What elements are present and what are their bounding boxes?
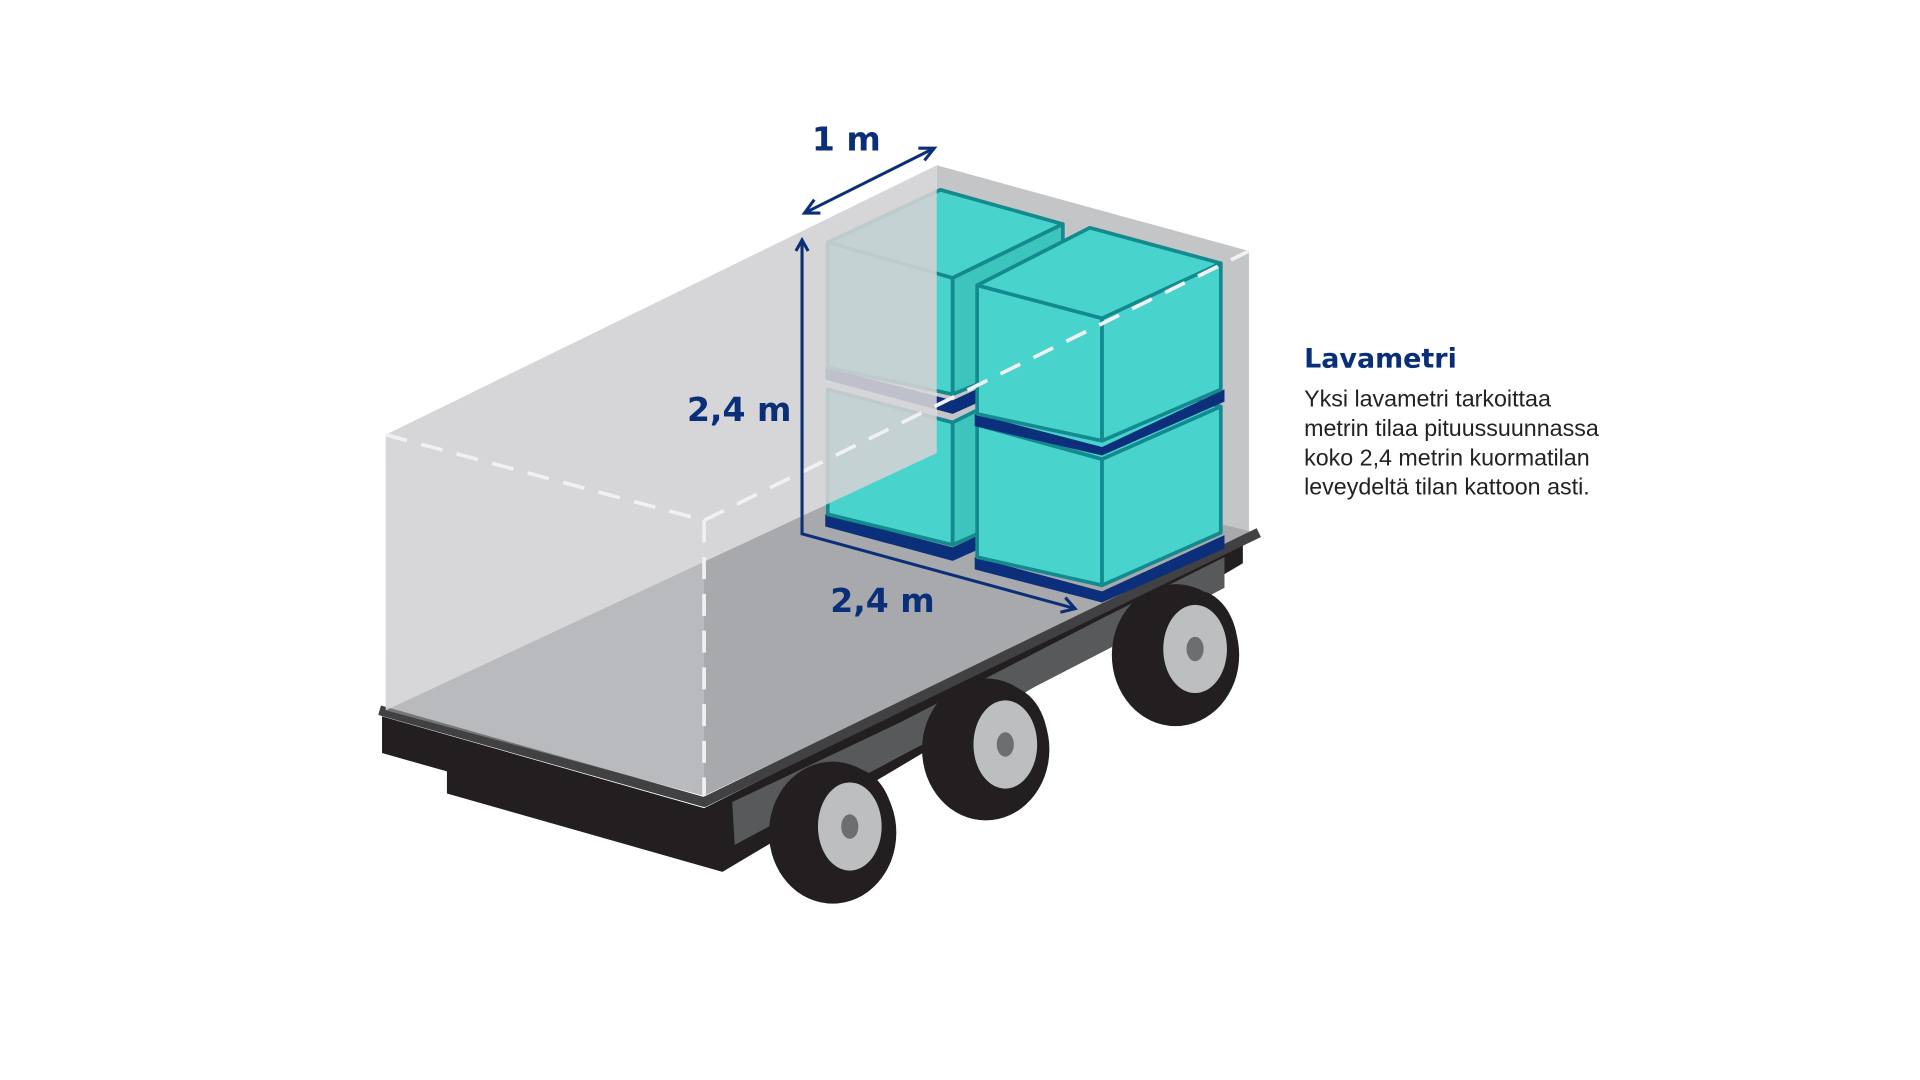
info-line: koko 2,4 metrin kuormatilan (1304, 444, 1590, 470)
height-label: 2,4 m (687, 390, 791, 429)
cargo-outline-dashed (385, 249, 1250, 796)
chassis-base (382, 538, 1243, 872)
wheel (922, 678, 1050, 821)
box (1100, 404, 1223, 588)
chassis-edge (378, 528, 1261, 807)
wheel (768, 761, 897, 904)
wheel (1111, 584, 1240, 727)
width-label: 2,4 m (830, 581, 934, 620)
left-wall (385, 165, 937, 711)
pallet (974, 389, 1225, 456)
pallet (974, 535, 1225, 603)
info-title: Lavametri (1304, 343, 1457, 374)
info-line: leveydeltä tilan kattoon asti. (1304, 474, 1590, 500)
dimension-arrows (794, 146, 1078, 614)
info-line: Yksi lavametri tarkoittaa (1304, 386, 1551, 412)
info-line: metrin tilaa pituussuunnassa (1304, 415, 1599, 441)
front-wall (385, 434, 705, 796)
depth-label: 1 m (812, 120, 881, 159)
